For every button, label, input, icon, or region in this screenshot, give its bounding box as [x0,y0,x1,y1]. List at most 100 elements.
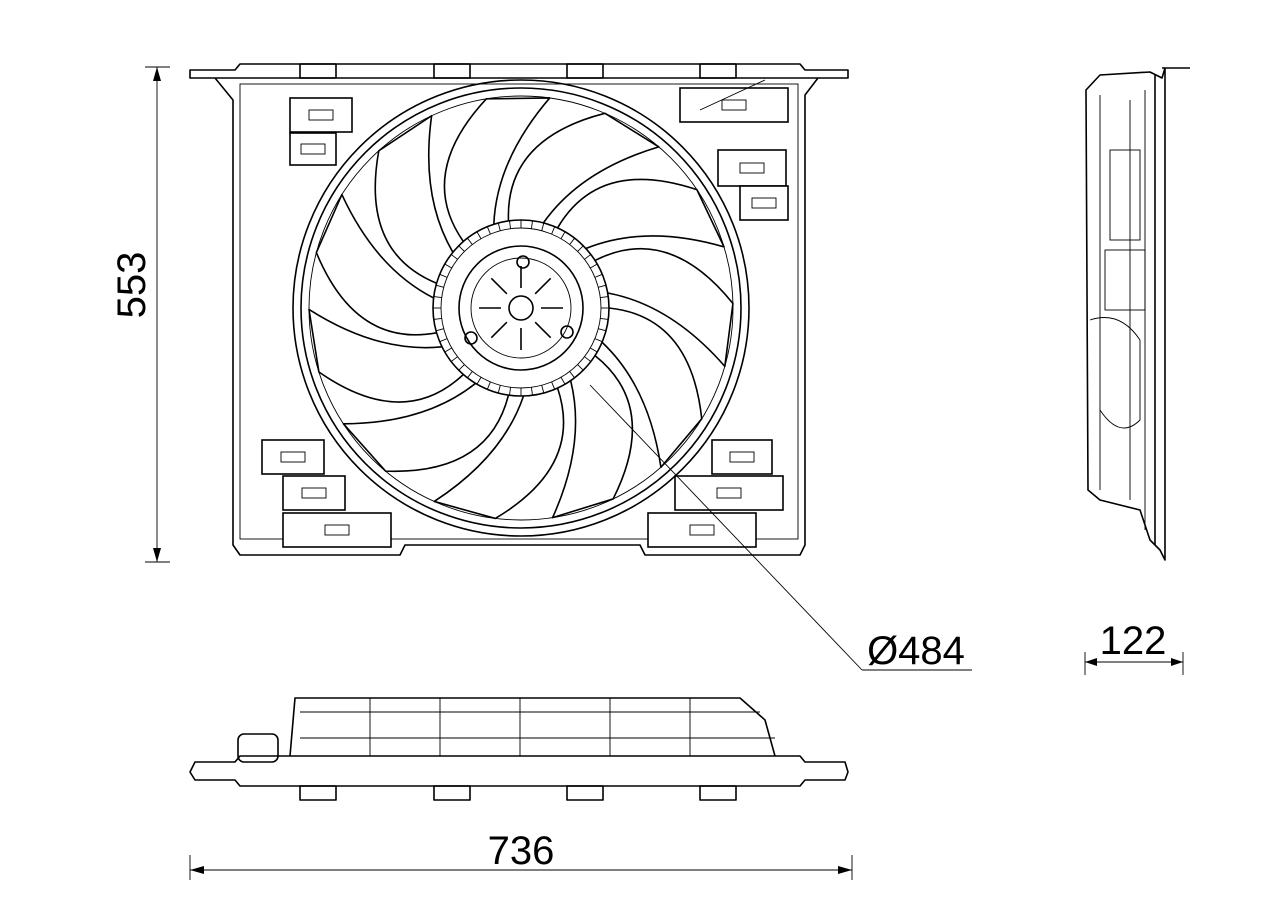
wire-clip [282,475,346,511]
hub-fin [497,385,501,394]
hub-fin [433,296,442,299]
width-dimension-label: 736 [488,829,555,873]
screw-hole [516,255,530,269]
bottom-view [189,697,849,801]
hub-fin [467,237,473,245]
wire-clip [679,87,789,123]
electrical-connector [237,733,279,763]
hub-fin [530,387,533,396]
hub-fin [600,317,609,320]
hub-fin [509,220,512,229]
clip-label-plate [739,162,765,174]
mounting-flange-top [189,63,849,79]
hub-fin [560,377,566,385]
clip-label-plate [301,487,327,499]
clip-label-plate [308,109,334,121]
hub-fin [541,222,545,231]
clip-label-plate [280,451,306,463]
hub-fin [598,284,607,288]
screw-hole [560,325,574,339]
hub-fin [551,381,556,390]
dimension-122: 122 [1084,619,1184,675]
motor-rib [534,321,552,339]
hub-fin [439,273,448,278]
hub-fin [435,284,444,288]
bottom-body [289,697,776,757]
hub-fin [590,347,598,353]
motor-ribs [433,220,609,396]
clip-label-plate [324,524,350,536]
wire-clip [739,185,789,221]
clip-label-plate [751,197,777,209]
clip-label-plate [716,487,742,499]
side-profile [1085,67,1190,561]
hub-fin [509,387,512,396]
hub-fin [486,381,491,390]
mounting-tab [566,63,604,79]
hub-fin [577,245,584,252]
hub-fin [444,347,452,353]
top-tabs [299,63,737,79]
hub-fin [594,273,603,278]
depth-dimension-label: 122 [1100,619,1167,663]
mounting-tab [566,785,604,801]
fan-blades [308,97,734,520]
wire-clip [261,439,325,475]
hub-fin [433,317,442,320]
bottom-flange [189,755,849,787]
wire-clip [289,132,337,166]
hub-fin [551,226,556,235]
wire-clips [261,87,789,548]
mounting-tab [299,63,337,79]
hub-fin [450,356,458,362]
bottom-tabs [299,698,737,801]
fan-blade [601,307,703,469]
mounting-tab [433,63,471,79]
dimension-736: 736 [189,829,853,880]
clip-label-plate [729,451,755,463]
motor-rib [534,277,552,295]
hub-fin [584,254,592,260]
hub-fin [600,296,609,299]
fan-ring-inner [300,87,742,529]
wire-clip [289,97,353,133]
screw-hole [464,331,478,345]
hub-fin [467,371,473,379]
hub-fin [476,377,482,385]
wire-clip [674,475,784,511]
fan-ring-outer [292,79,750,537]
mounting-tab [699,785,737,801]
wire-clip [647,512,757,548]
hub-fin [569,237,575,245]
shroud-frame [214,77,819,556]
fan-blade [433,387,565,520]
hub-fin [598,328,607,332]
hub-fin [584,356,592,362]
wire-clip [282,512,392,548]
hub-fin [450,254,458,260]
fan-blade [556,178,725,250]
hub-fin [458,245,465,252]
hub-fin [590,263,598,269]
wire-clip [717,149,787,187]
hub-fin [444,263,452,269]
dimension-553: 553 [110,66,170,563]
fan-blade [374,114,454,284]
fan-blade [507,112,660,224]
height-dimension-label: 553 [110,252,154,319]
fan-blade [308,308,464,403]
wire-clip [711,439,773,475]
fan-blade [551,354,634,519]
clip-label-plate [721,99,747,111]
fan-blade [315,193,437,336]
motor-rib [490,321,508,339]
shaft [508,295,534,321]
clip-label-plate [300,143,326,155]
fan-blade [594,248,734,368]
motor-inner [470,257,572,359]
hub-fin [541,385,545,394]
hub-fin [569,371,575,379]
hub-fin [486,226,491,235]
